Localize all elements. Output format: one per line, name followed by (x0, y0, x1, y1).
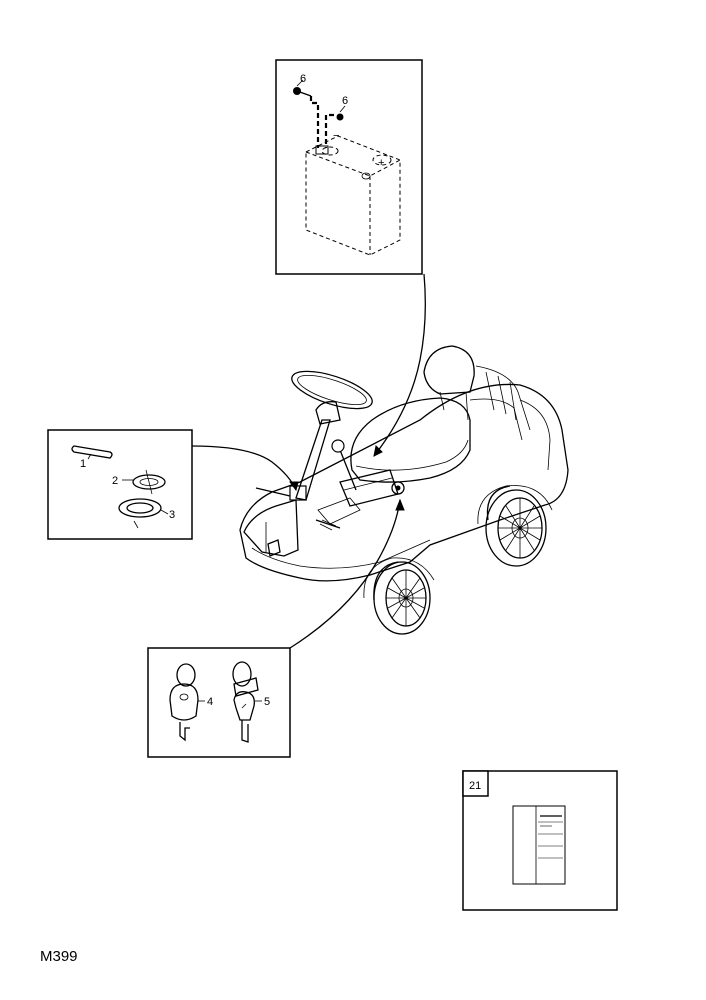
callout-6a: 6 (300, 73, 306, 85)
callout-2: 2 (112, 475, 118, 487)
callout-1: 1 (80, 458, 86, 470)
key-detail-box: 4 5 (147, 647, 291, 758)
manual-reference-box: 21 (462, 770, 618, 911)
callout-5: 5 (264, 696, 270, 708)
ignition-key-a (169, 663, 199, 742)
washer (132, 469, 166, 495)
ride-on-mower (239, 345, 569, 635)
battery-screw-a (293, 79, 320, 148)
battery-plus-symbol: + (378, 157, 384, 169)
callout-21: 21 (469, 780, 481, 792)
battery-detail-box: + − 6 6 (275, 59, 423, 275)
leader-lines (191, 273, 426, 649)
rear-wheel (485, 485, 547, 567)
battery-screw-b (324, 105, 346, 148)
ring (118, 498, 162, 529)
owners-manual (512, 805, 566, 885)
callout-3: 3 (169, 509, 175, 521)
ignition-key-b (232, 661, 259, 743)
battery: + − (305, 130, 401, 256)
callout-6b: 6 (342, 95, 348, 107)
battery-minus-symbol: − (333, 130, 339, 142)
front-wheel (373, 561, 431, 635)
callout-4: 4 (207, 696, 213, 708)
page-code: M399 (40, 948, 78, 965)
pin-washer-detail-box: 1 2 3 (47, 429, 193, 540)
pin (71, 445, 113, 459)
